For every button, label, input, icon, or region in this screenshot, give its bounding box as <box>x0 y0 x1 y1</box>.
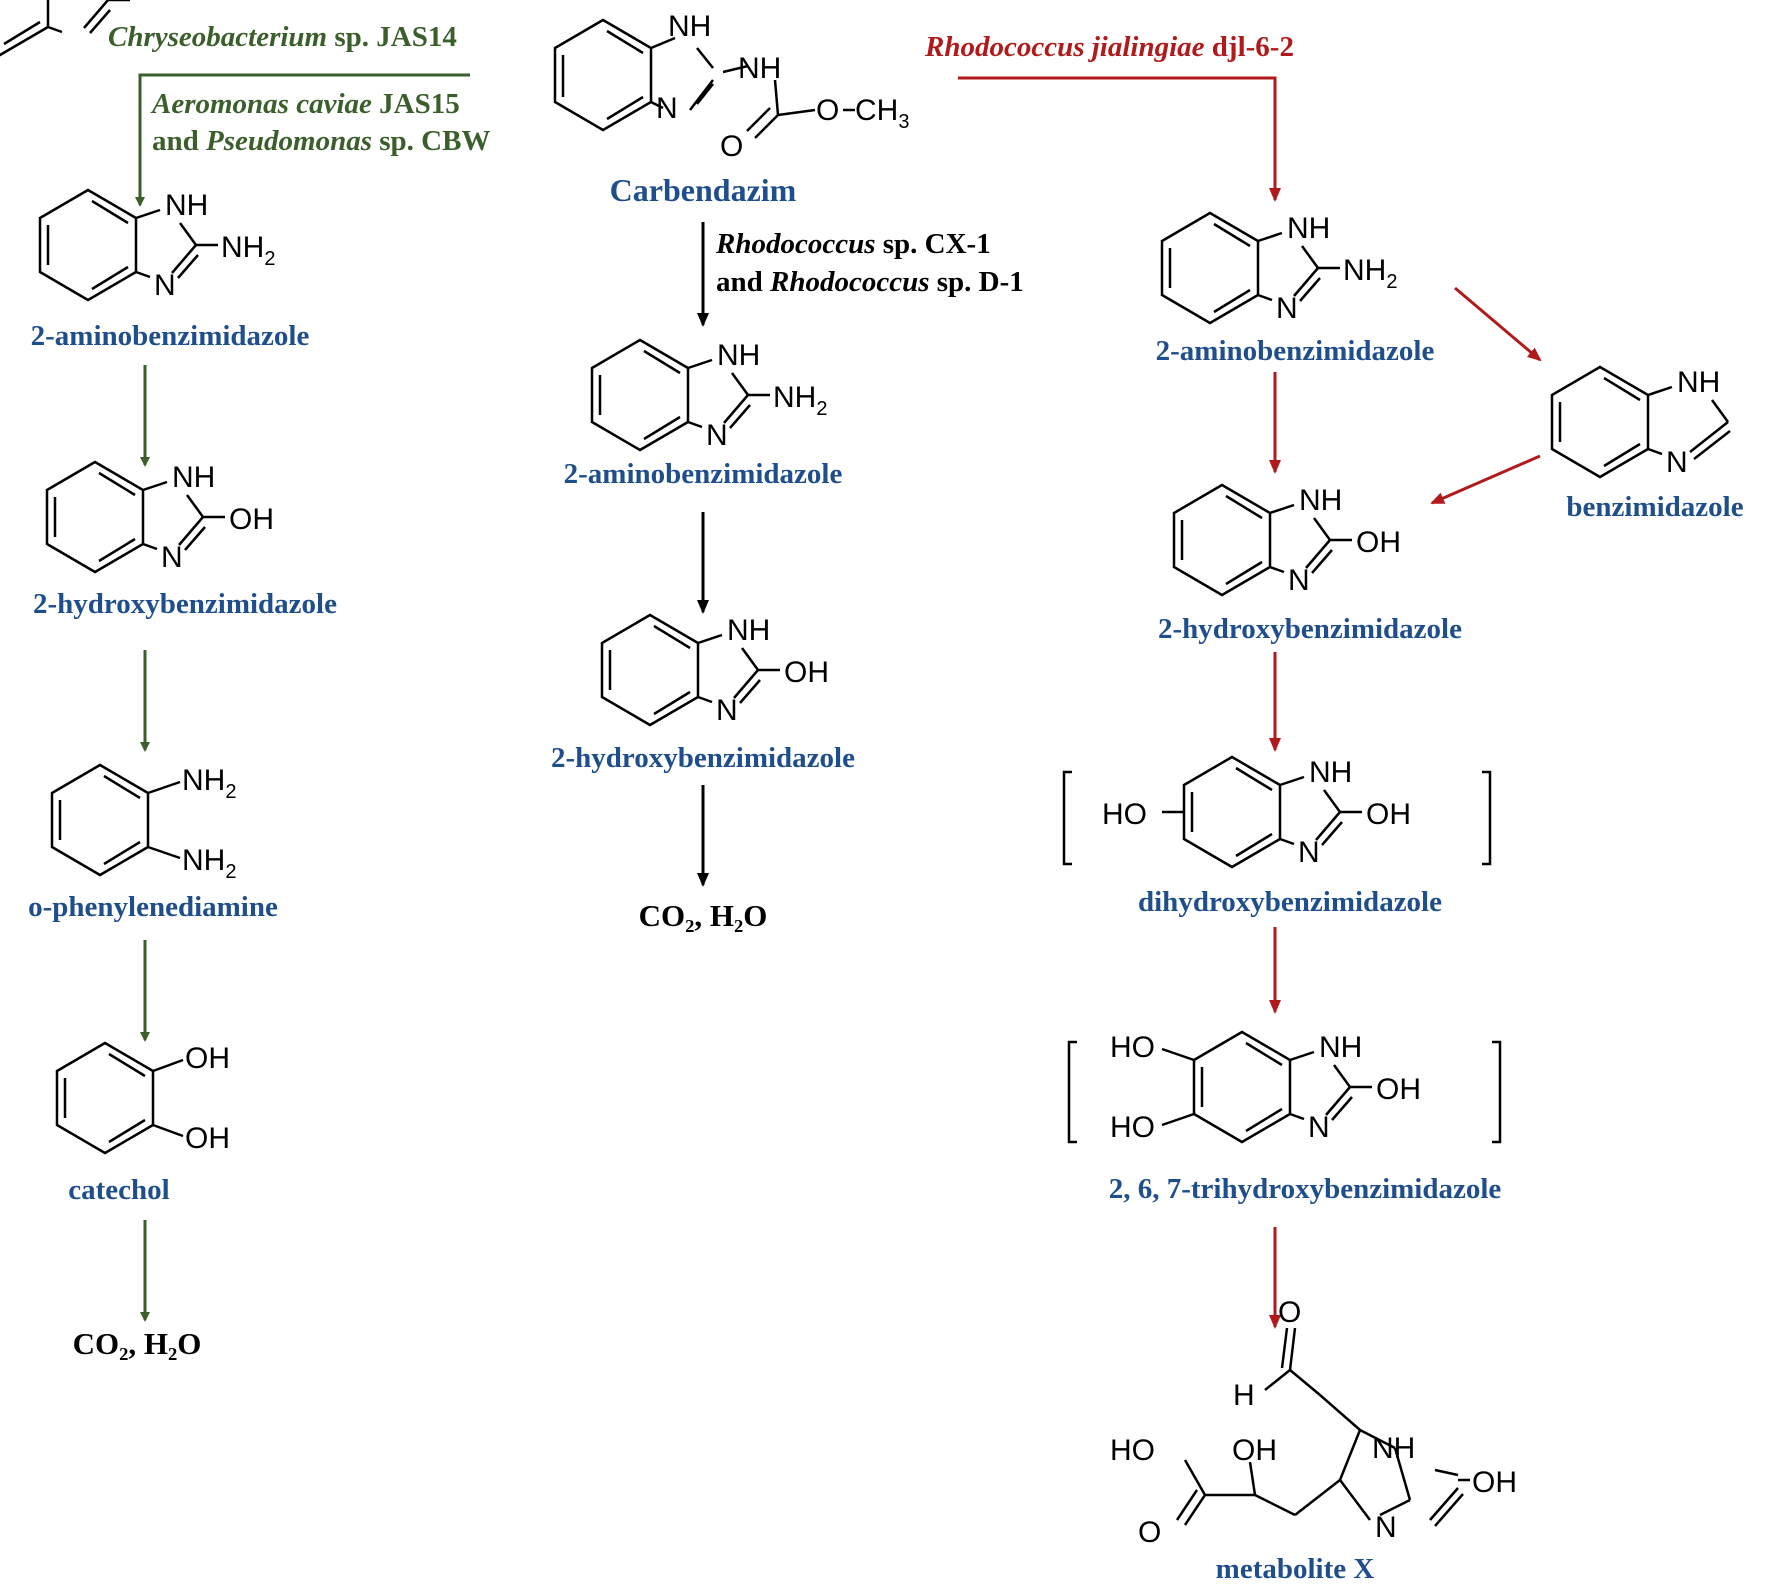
center-organism-1: Rhodococcus sp. CX-1 <box>716 228 991 260</box>
right-hydroxybenzimidazole: NH N OH <box>1172 483 1401 597</box>
dihydroxybenzimidazole-structure: HO NH N OH <box>1062 755 1492 869</box>
right-aminobenzimidazole: NH N NH2 <box>1160 211 1397 325</box>
right-step-4-label: 2, 6, 7-trihydroxybenzimidazole <box>1108 1173 1502 1205</box>
right-branch-arrows <box>958 76 1542 1329</box>
svg-text:NH: NH <box>1677 366 1720 399</box>
center-aminobenzimidazole: NH N NH2 <box>590 338 827 452</box>
svg-text:N: N <box>1288 564 1310 597</box>
left-organism-2: Aeromonas caviae JAS15 <box>152 88 460 120</box>
left-step-1-label: 2-aminobenzimidazole <box>30 320 310 352</box>
svg-text:HO: HO <box>1110 1111 1155 1144</box>
o-phenylenediamine-structure: NH2 NH2 <box>50 763 236 883</box>
mx-atom-o-2: O <box>1138 1516 1161 1549</box>
right-step-2-label: 2-hydroxybenzimidazole <box>1158 613 1462 645</box>
carb-atom-nh: NH <box>668 10 711 43</box>
svg-text:NH2: NH2 <box>221 231 275 270</box>
carbendazim-atoms: NH N NH O O CH3 <box>656 10 909 163</box>
svg-text:NH: NH <box>172 461 215 494</box>
carbendazim-structure <box>553 18 855 139</box>
left-final-product: CO₂, H₂O <box>72 1326 202 1361</box>
svg-text:NH2: NH2 <box>182 764 236 803</box>
svg-text:OH: OH <box>185 1122 230 1155</box>
aminobenzimidazole-template <box>0 0 130 57</box>
right-entry-arrow <box>958 76 1281 202</box>
carb-atom-nh-2: NH <box>738 52 781 85</box>
right-step-3-label: dihydroxybenzimidazole <box>1138 886 1442 918</box>
svg-text:OH: OH <box>185 1042 230 1075</box>
mx-atom-n: N <box>1375 1511 1397 1544</box>
svg-text:NH: NH <box>165 189 208 222</box>
svg-text:N: N <box>154 269 176 302</box>
svg-text:N: N <box>1276 292 1298 325</box>
svg-text:OH: OH <box>784 656 829 689</box>
svg-text:HO: HO <box>1110 1031 1155 1064</box>
svg-text:OH: OH <box>1356 526 1401 559</box>
svg-text:N: N <box>716 694 738 727</box>
svg-text:NH: NH <box>1299 484 1342 517</box>
center-step-1-label: 2-aminobenzimidazole <box>563 458 843 490</box>
right-final-label: metabolite X <box>1215 1553 1375 1585</box>
benzimidazole-structure: NH N <box>1550 365 1731 479</box>
svg-text:OH: OH <box>1376 1073 1421 1106</box>
svg-text:NH: NH <box>1309 756 1352 789</box>
center-final-product: CO₂, H₂O <box>638 898 768 933</box>
metabolite-x-structure: O H NH N OH OH HO O <box>1110 1296 1517 1549</box>
center-organism-2: and Rhodococcus sp. D-1 <box>716 266 1024 298</box>
svg-text:NH: NH <box>1287 212 1330 245</box>
carb-atom-n: N <box>656 92 678 125</box>
svg-text:NH2: NH2 <box>1343 254 1397 293</box>
svg-text:NH: NH <box>1319 1031 1362 1064</box>
carb-atom-o-2: O <box>816 94 839 127</box>
carb-atom-o: O <box>720 130 743 163</box>
mx-atom-h: H <box>1233 1379 1255 1412</box>
left-entry-arrow <box>135 73 470 207</box>
left-hydroxybenzimidazole: NH N OH <box>45 460 274 574</box>
left-organism-1: Chryseobacterium sp. JAS14 <box>108 21 457 53</box>
right-side-arrow-out <box>1430 454 1541 505</box>
left-branch-arrows <box>135 73 470 1322</box>
right-organism: Rhodococcus jialingiae djl-6-2 <box>925 31 1294 63</box>
mx-atom-oh-2: OH <box>1232 1434 1277 1467</box>
center-hydroxybenzimidazole: NH N OH <box>600 613 829 727</box>
catechol-structure: OH OH <box>55 1041 230 1155</box>
trihydroxybenzimidazole-structure: HO HO NH N OH <box>1067 1030 1502 1144</box>
svg-text:N: N <box>1308 1111 1330 1144</box>
right-side-label: benzimidazole <box>1566 491 1744 523</box>
mx-atom-ho: HO <box>1110 1434 1155 1467</box>
center-step-2-label: 2-hydroxybenzimidazole <box>551 742 855 774</box>
svg-text:NH2: NH2 <box>182 844 236 883</box>
left-step-3-label: o-phenylenediamine <box>28 891 278 923</box>
left-aminobenzimidazole: NH N NH2 <box>38 188 275 302</box>
left-organism-3: and Pseudomonas sp. CBW <box>152 125 491 157</box>
svg-text:HO: HO <box>1102 798 1147 831</box>
carbendazim-label: Carbendazim <box>609 172 797 208</box>
svg-text:N: N <box>1666 446 1688 479</box>
right-step-1-label: 2-aminobenzimidazole <box>1155 335 1435 367</box>
svg-text:NH: NH <box>727 614 770 647</box>
svg-text:NH2: NH2 <box>773 381 827 420</box>
svg-text:NH: NH <box>717 339 760 372</box>
mx-atom-o: O <box>1278 1296 1301 1329</box>
left-step-4-label: catechol <box>68 1174 170 1206</box>
svg-text:N: N <box>161 541 183 574</box>
svg-text:N: N <box>1298 836 1320 869</box>
left-step-2-label: 2-hydroxybenzimidazole <box>33 588 337 620</box>
svg-text:OH: OH <box>1366 798 1411 831</box>
svg-text:OH: OH <box>229 503 274 536</box>
svg-text:N: N <box>706 419 728 452</box>
carb-atom-ch3: CH3 <box>855 94 909 133</box>
mx-atom-nh: NH <box>1372 1432 1415 1465</box>
mx-atom-oh: OH <box>1472 1466 1517 1499</box>
right-side-arrow-in <box>1454 286 1542 362</box>
